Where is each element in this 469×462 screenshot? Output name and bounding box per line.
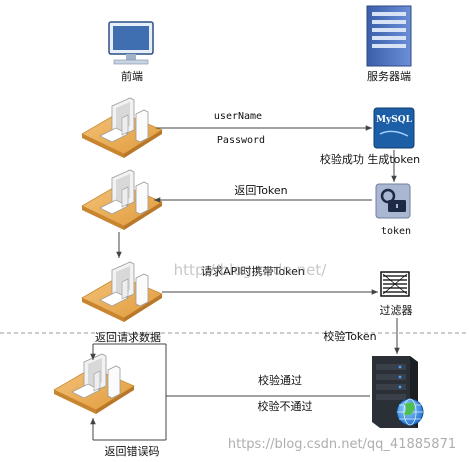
watermark-bottom: https://blog.csdn.net/qq_41885871	[228, 437, 456, 452]
server-label: 服务器端	[367, 70, 411, 83]
return-token-label: 返回Token	[234, 184, 287, 197]
client-workstation-1	[81, 97, 163, 159]
return-data-label: 返回请求数据	[95, 330, 161, 344]
verify-generate-label: 校验成功 生成token	[320, 152, 420, 166]
frontend-label: 前端	[121, 69, 143, 83]
return-error-label: 返回错误码	[105, 444, 160, 458]
username-label: userName	[214, 111, 262, 122]
password-label: Password	[217, 135, 265, 146]
mysql-icon: MySQL	[373, 107, 415, 149]
monitor-icon	[108, 21, 154, 65]
client-workstation-2	[81, 169, 163, 231]
filter-label: 过滤器	[380, 304, 413, 317]
request-api-label: 请求API时携带Token	[201, 264, 305, 278]
globe-icon	[396, 398, 424, 426]
client-workstation-3	[81, 261, 163, 323]
verify-token-label: 校验Token	[323, 329, 376, 343]
filter-icon	[380, 271, 410, 297]
token-lock-icon	[375, 183, 411, 219]
client-workstation-4	[53, 353, 135, 415]
server-icon	[366, 5, 412, 67]
mysql-badge-text: MySQL	[376, 115, 413, 125]
token-label: token	[381, 226, 411, 237]
watermark-middle: http://blog.csdn.net/	[174, 261, 328, 279]
verify-pass-label: 校验通过	[258, 373, 302, 387]
verify-fail-label: 校验不通过	[258, 399, 313, 413]
